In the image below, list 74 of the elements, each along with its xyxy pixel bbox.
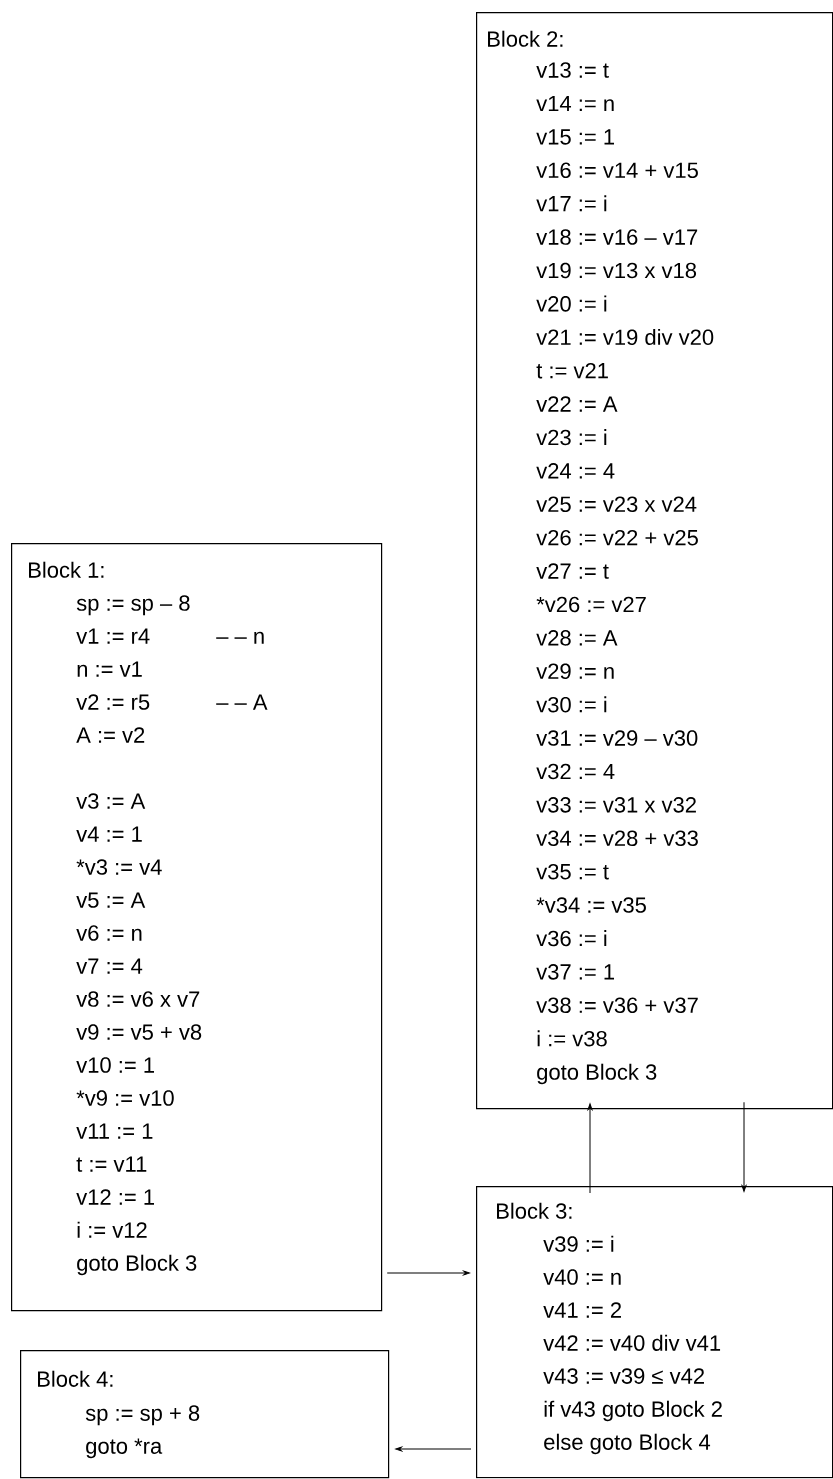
- code-line: v5 := A: [76, 892, 146, 908]
- code-line: *v34 := v35: [536, 897, 646, 913]
- code-block: [11, 543, 383, 1312]
- code-line: v32 := 4: [536, 763, 615, 780]
- code-line: v35 := t: [536, 863, 609, 880]
- arrow: [386, 1270, 470, 1276]
- code-line: sp := sp + 8: [85, 1405, 200, 1426]
- code-line: A := v2: [76, 727, 145, 743]
- code-line: v17 := i: [536, 195, 607, 212]
- code-comment: – – n: [216, 631, 264, 644]
- block-heading: Block 2:: [488, 30, 563, 47]
- arrow: [395, 1446, 472, 1452]
- code-line: *v9 := v10: [76, 1090, 174, 1106]
- code-line: v26 := v22 + v25: [536, 529, 698, 546]
- code-line: v8 := v6 x v7: [76, 991, 200, 1007]
- code-line: v22 := A: [536, 396, 618, 412]
- code-line: v33 := v31 x v32: [536, 797, 696, 813]
- code-block: [476, 12, 833, 1110]
- code-line: v21 := v19 div v20: [536, 328, 714, 346]
- code-line: *v26 := v27: [536, 596, 646, 613]
- code-line: v43 := v39 ≤ v42: [543, 1368, 704, 1384]
- code-line: v18 := v16 – v17: [536, 229, 698, 245]
- code-line: v1 := r4: [76, 628, 150, 644]
- code-line: v9 := v5 + v8: [76, 1024, 202, 1040]
- code-line: v4 := 1: [76, 826, 142, 842]
- code-line: sp := sp – 8: [76, 595, 190, 616]
- code-line: v29 := n: [536, 663, 614, 680]
- code-line: v11 := 1: [76, 1123, 153, 1139]
- code-line: v6 := n: [76, 925, 142, 941]
- arrow: [741, 1101, 747, 1192]
- block-heading: Block 4:: [38, 1370, 113, 1387]
- code-line: v25 := v23 x v24: [536, 496, 697, 513]
- code-line: v28 := A: [536, 630, 618, 646]
- arrow: [587, 1103, 593, 1194]
- code-line: goto Block 3: [77, 1254, 197, 1276]
- code-line: v38 := v36 + v37: [536, 997, 698, 1014]
- code-line: v41 := 2: [543, 1302, 621, 1318]
- code-line: v23 := i: [536, 429, 607, 446]
- code-line: v15 := 1: [536, 129, 614, 145]
- code-block: [20, 1350, 390, 1479]
- code-comment: – – A: [216, 694, 268, 710]
- block-heading: Block 3:: [497, 1202, 572, 1219]
- code-line: n := v1: [77, 661, 142, 677]
- code-line: *v3 := v4: [76, 859, 162, 875]
- code-line: v30 := i: [536, 696, 607, 713]
- code-line: v40 := n: [543, 1269, 621, 1285]
- code-line: v12 := 1: [76, 1189, 154, 1205]
- code-line: v10 := 1: [76, 1057, 154, 1073]
- code-line: t := v11: [76, 1156, 147, 1172]
- code-line: i := v38: [537, 1030, 607, 1047]
- code-line: v27 := t: [536, 563, 609, 579]
- code-line: else goto Block 4: [544, 1433, 711, 1455]
- code-line: v37 := 1: [536, 964, 614, 980]
- code-line: v31 := v29 – v30: [536, 730, 698, 746]
- code-line: goto *ra: [86, 1438, 163, 1459]
- code-line: t := v21: [536, 362, 608, 379]
- code-line: goto Block 3: [537, 1063, 657, 1085]
- code-line: if v43 goto Block 2: [544, 1400, 722, 1422]
- code-line: v3 := A: [76, 793, 146, 809]
- code-line: v42 := v40 div v41: [543, 1334, 721, 1351]
- code-line: v20 := i: [536, 295, 607, 312]
- code-line: v19 := v13 x v18: [536, 262, 697, 279]
- code-line: v13 := t: [536, 62, 609, 78]
- code-line: v2 := r5: [76, 694, 150, 710]
- code-line: v7 := 4: [76, 958, 143, 974]
- code-line: v36 := i: [536, 930, 607, 947]
- code-line: v34 := v28 + v33: [536, 830, 698, 847]
- code-line: v16 := v14 + v15: [536, 162, 698, 179]
- code-line: v39 := i: [543, 1235, 614, 1252]
- code-block: [476, 1186, 833, 1479]
- code-line: v14 := n: [536, 95, 614, 112]
- code-line: v24 := 4: [536, 463, 615, 479]
- block-heading: Block 1:: [29, 561, 104, 578]
- code-line: i := v12: [77, 1221, 147, 1238]
